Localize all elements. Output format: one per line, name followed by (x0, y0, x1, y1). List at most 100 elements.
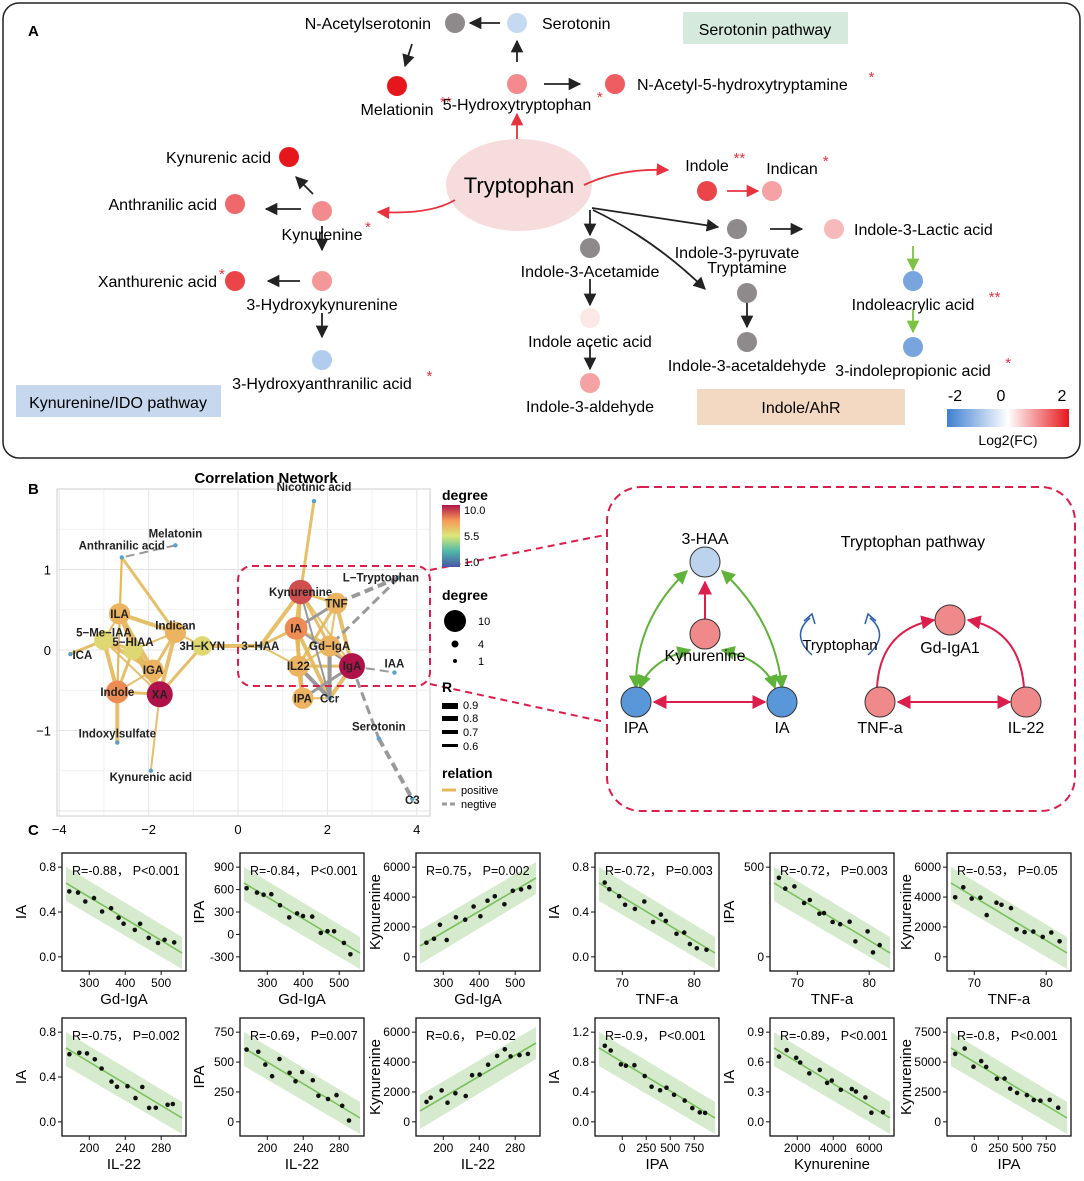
stat-label: R=-0.8， P<0.001 (957, 1029, 1058, 1043)
inset-cycle-icon-left (799, 617, 813, 656)
x-tick-label: 280 (151, 1141, 171, 1155)
network-label-3-haa: 3−HAA (241, 641, 279, 653)
scatter-point (694, 946, 700, 951)
scatter-point (994, 1076, 1000, 1082)
size-legend-title: degree (442, 587, 488, 603)
scatter-point (331, 929, 337, 934)
y-tick-label: 0.0 (39, 950, 56, 964)
scatter-point (439, 1088, 444, 1093)
scatter-point (428, 1095, 434, 1100)
scatter-point (140, 1084, 145, 1090)
size-tick-small: 1 (478, 656, 484, 668)
network-node-ila (108, 603, 131, 625)
edge-negative (377, 737, 415, 800)
scatter-point (632, 1062, 637, 1068)
metabolite-label-n-acetyl-5-hydroxytryptamine: N-Acetyl-5-hydroxytryptamine (637, 77, 848, 94)
metabolite-label-indole-3-lactic-acid: Indole-3-Lactic acid (854, 222, 993, 239)
scatter-point (952, 895, 958, 900)
x-tick-label: 250 (988, 1141, 1008, 1155)
scatter-point (702, 1110, 708, 1116)
tryptophan-inset: Tryptophan pathway 3-HAA Kynurenine IPA … (606, 486, 1076, 812)
degree-tick-mid: 5.5 (464, 531, 479, 543)
x-tick-label: 400 (293, 976, 313, 990)
metabolite-label-tryptamine: Tryptamine (707, 260, 787, 277)
scatter-point (663, 918, 669, 924)
metabolite-node-indole-3-aldehyde (580, 373, 600, 393)
scatter-point (318, 930, 324, 936)
degree-colorbar (442, 505, 460, 567)
y-tick-label: 5000 (914, 1055, 941, 1069)
network-label-ica: ICA (72, 650, 92, 662)
network-title: Correlation Network (194, 470, 338, 487)
significance-mark: ** (734, 150, 746, 167)
network-label-l-tryptophan: L−Tryptophan (343, 573, 419, 585)
scatter-point (622, 902, 628, 908)
y-tick-label: 300 (214, 905, 234, 919)
scatter-point (853, 1089, 859, 1094)
scatter-point (984, 912, 989, 918)
scatter-point (67, 1051, 72, 1057)
metabolite-label-melationin: Melationin (361, 102, 434, 119)
metabolite-node-indole-3-pyruvate (727, 219, 747, 239)
network-label-nicotinic-acid: Nicotinic acid (277, 482, 352, 494)
x-axis-label: IL-22 (107, 1156, 141, 1173)
y-axis-label: Kynurenine (367, 874, 384, 950)
network-node-iga (338, 653, 365, 680)
metabolite-label-indole-3-aldehyde: Indole-3-aldehyde (526, 399, 654, 416)
scatter-point (962, 1046, 967, 1051)
scatter-point (453, 915, 459, 920)
scatter-point (518, 887, 524, 892)
scatter-point (657, 1088, 663, 1093)
x-tick-label: 4000 (820, 1141, 847, 1155)
plot-frame (946, 852, 1072, 972)
scatter-point (837, 921, 843, 927)
y-tick-label: 0.4 (39, 1070, 56, 1084)
network-node-il22 (287, 655, 309, 677)
plot-frame (594, 1017, 720, 1137)
regression-line (598, 882, 716, 954)
inset-node-ipa (620, 686, 652, 718)
scatter-point (339, 1103, 345, 1109)
scatter-point (1014, 927, 1019, 932)
significance-mark: ** (440, 94, 452, 111)
x-tick-label: 80 (688, 976, 702, 990)
y-tick-label: 0.4 (572, 905, 589, 919)
scatter-point (153, 1105, 159, 1111)
x-tick-label: 80 (1040, 976, 1054, 990)
network-x-tick: 4 (413, 822, 420, 837)
significance-mark: * (365, 219, 371, 236)
scatter-point (510, 888, 516, 894)
regression-line (419, 877, 537, 947)
scatter-point (961, 885, 966, 890)
scatter-point (821, 910, 827, 916)
serotonin-pathway-label: Serotonin pathway (699, 22, 832, 39)
scatter-point (971, 1064, 976, 1069)
y-tick-label: 0.0 (572, 950, 589, 964)
network-node-ipa (292, 687, 314, 709)
y-tick-label: 0.3 (747, 1085, 764, 1099)
x-tick-label: 70 (791, 976, 805, 990)
metabolite-node-tryptamine (737, 283, 757, 303)
scatter-point (83, 899, 88, 904)
metabolite-node-kynurenic-acid (279, 147, 299, 167)
degree-legend-title: degree (442, 487, 488, 503)
network-node-indoxylsulfate (115, 740, 120, 745)
scatter-point (783, 886, 788, 891)
scatter-point (847, 919, 852, 924)
degree-tick-high: 10.0 (464, 505, 485, 517)
regression-line (65, 882, 183, 954)
metabolite-node-indican (762, 181, 782, 201)
regression-line (950, 1047, 1068, 1119)
metabolite-node-serotonin (507, 13, 527, 33)
legend-min: -2 (948, 388, 962, 405)
metabolite-node-indole-3-acetaldehyde (737, 332, 757, 352)
scatter-point (1022, 929, 1027, 935)
metabolite-label-xanthurenic-acid: Xanthurenic acid (98, 274, 217, 291)
significance-mark: * (823, 153, 829, 170)
network-label-indole: Indole (100, 687, 134, 699)
scatter-point (462, 917, 468, 922)
scatter-point (171, 940, 177, 945)
legend-title: Log2(FC) (978, 432, 1037, 448)
y-tick-label: 250 (214, 1085, 234, 1099)
scatter-point (1008, 905, 1014, 911)
